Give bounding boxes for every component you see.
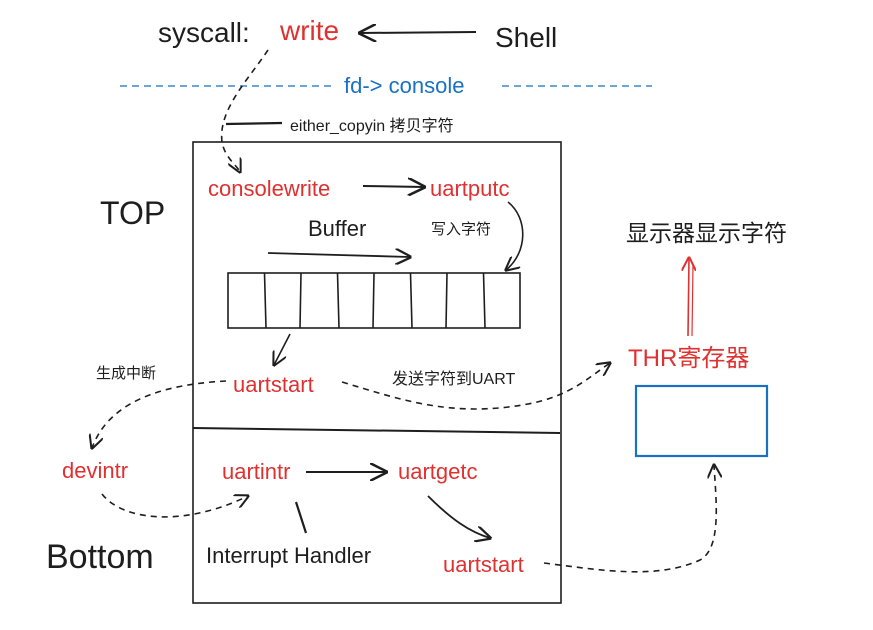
top-bottom-box	[192, 141, 562, 604]
generate-interrupt-label: 生成中断	[96, 365, 156, 382]
buffer-direction-arrow	[267, 253, 410, 257]
uartstart-to-devintr-arrow	[92, 380, 227, 448]
buffer-label: Buffer	[308, 216, 366, 241]
fd-console-label: fd-> console	[344, 73, 464, 98]
buffer-slot-divider	[336, 272, 340, 329]
send-char-label: 发送字符到UART	[392, 370, 515, 388]
buffer-to-uartstart-arrow	[274, 333, 291, 365]
uartputc-label: uartputc	[430, 176, 510, 201]
uartstart-top-label: uartstart	[233, 372, 314, 397]
write-char-label: 写入字符	[431, 221, 491, 238]
thr-register-box	[634, 384, 769, 458]
uartstart-to-thr-arrow	[341, 363, 610, 410]
top-bottom-divider	[192, 427, 561, 434]
shell-to-write-arrow	[360, 32, 477, 33]
buffer-slot-divider	[372, 272, 375, 329]
buffer-slot-divider	[445, 272, 448, 329]
buffer-slot-divider	[299, 272, 302, 329]
uartintr-label: uartintr	[222, 459, 290, 484]
uartstart-bottom-to-thr-arrow	[543, 465, 716, 573]
thr-to-display-arrow-shadow	[691, 263, 694, 337]
buffer-slot-divider	[482, 272, 486, 329]
uartgetc-label: uartgetc	[398, 459, 478, 484]
consolewrite-to-uartputc-arrow	[362, 186, 424, 187]
bottom-section-label: Bottom	[46, 538, 154, 576]
handler-pointer-line	[294, 501, 308, 534]
top-section-label: TOP	[100, 195, 165, 231]
char-buffer	[227, 272, 521, 329]
uartputc-to-buffer-arrow	[506, 201, 524, 270]
uartgetc-to-uartstart-arrow	[427, 495, 490, 538]
thr-to-display-arrow	[688, 258, 689, 337]
shell-label: Shell	[495, 22, 557, 53]
write-label: write	[279, 15, 339, 46]
syscall-label: syscall:	[158, 17, 250, 48]
thr-register-label: THR寄存器	[628, 345, 749, 372]
devintr-label: devintr	[62, 458, 128, 483]
uartstart-bottom-label: uartstart	[443, 552, 524, 577]
buffer-slot-divider	[409, 272, 413, 329]
copyin-marker-line	[225, 121, 283, 126]
display-label: 显示器显示字符	[626, 220, 787, 246]
buffer-slot-divider	[263, 272, 267, 329]
copyin-label: either_copyin 拷贝字符	[290, 117, 454, 135]
consolewrite-label: consolewrite	[208, 176, 330, 201]
devintr-to-uartintr-arrow	[101, 493, 248, 518]
interrupt-handler-label: Interrupt Handler	[206, 543, 371, 568]
write-to-consolewrite-arrow	[220, 49, 269, 172]
